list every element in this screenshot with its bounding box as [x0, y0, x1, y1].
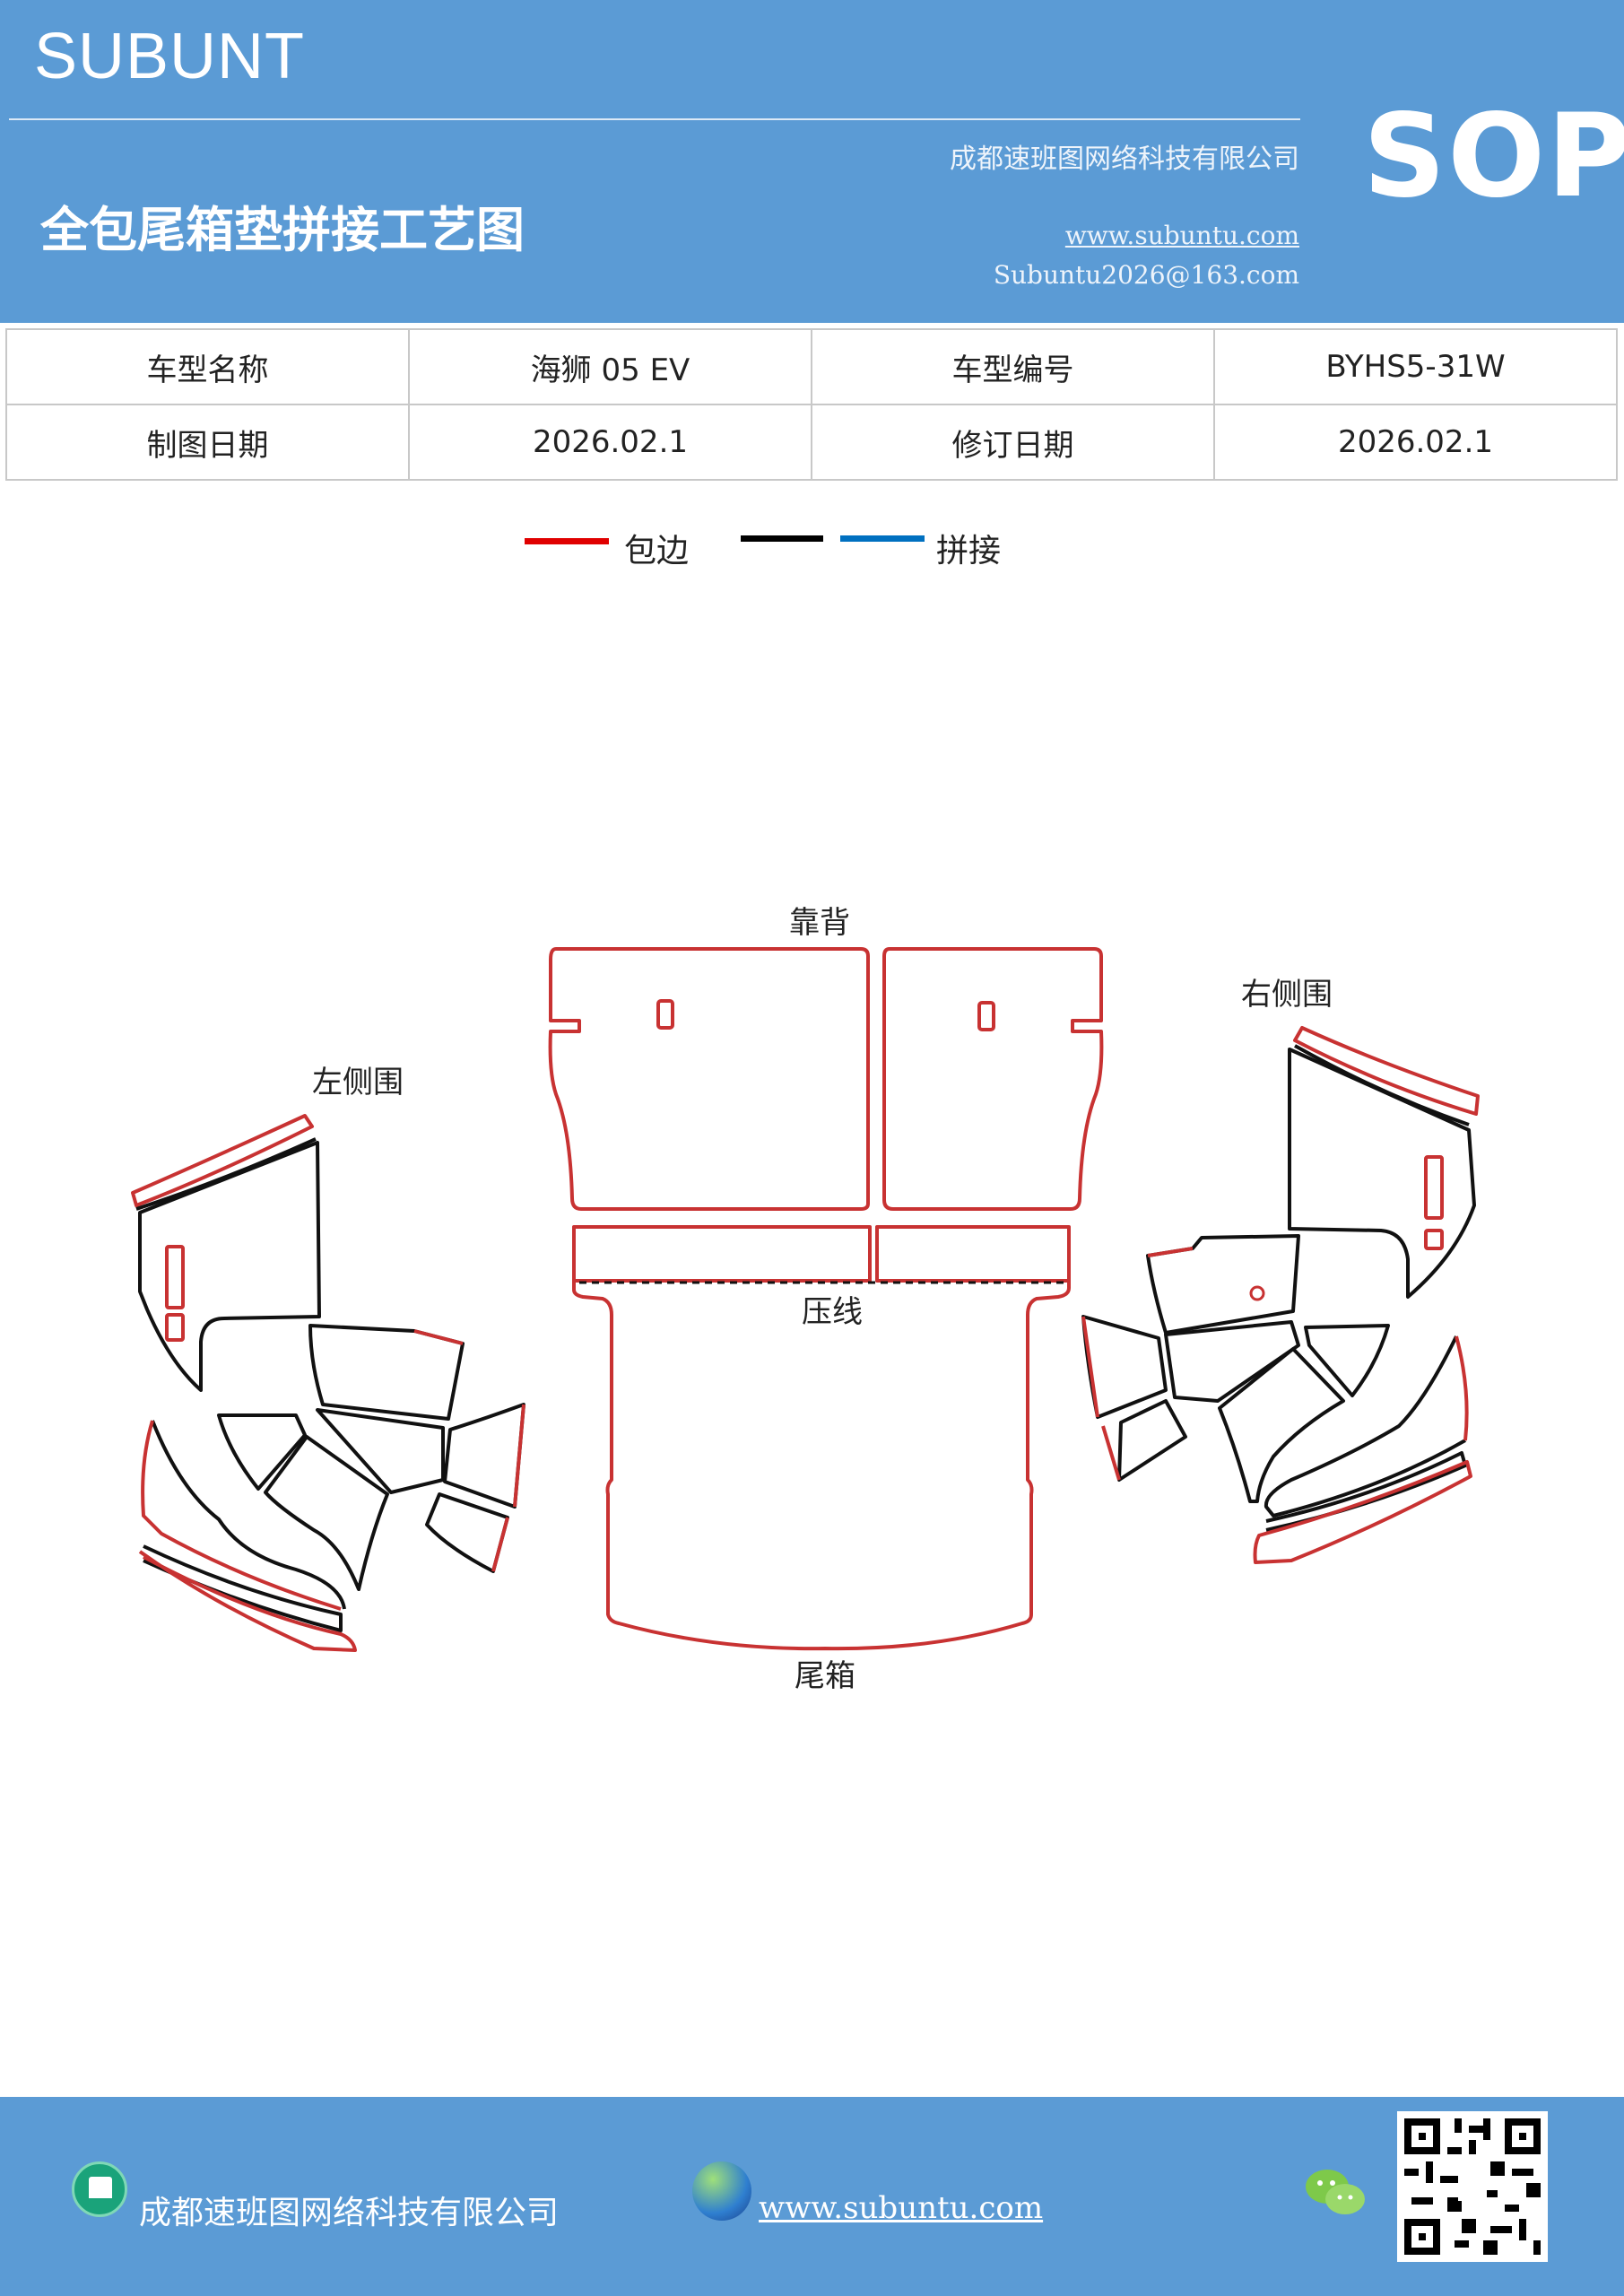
header-email[interactable]: Subuntu2026@163.com — [993, 260, 1299, 290]
right-piece-d — [1304, 1324, 1390, 1397]
table-cell: 车型编号 — [811, 328, 1215, 405]
table-cell: BYHS5-31W — [1213, 328, 1618, 405]
right-piece-b-edge — [1081, 1316, 1099, 1418]
right-piece-a-edge — [1147, 1247, 1194, 1257]
legend-splice-label: 拼接 — [936, 533, 1002, 570]
legend-edge-label: 包边 — [624, 533, 690, 570]
table-cell: 修订日期 — [811, 404, 1215, 481]
left-piece-e-edge — [513, 1404, 525, 1508]
left-side-main — [138, 1141, 321, 1392]
page-title: 全包尾箱垫拼接工艺图 — [40, 202, 525, 258]
table-cell: 车型名称 — [5, 328, 410, 405]
right-piece-a-hole — [1249, 1285, 1265, 1301]
right-bottom-strip-inner — [1265, 1451, 1467, 1532]
table-row: 制图日期 2026.02.1 修订日期 2026.02.1 — [5, 404, 1618, 481]
header-banner: SUBUNT 全包尾箱垫拼接工艺图 成都速班图网络科技有限公司 www.subu… — [0, 0, 1624, 323]
left-side-top-strip — [131, 1114, 314, 1207]
vehicle-info-table: 车型名称 海狮 05 EV 车型编号 BYHS5-31W 制图日期 2026.0… — [5, 328, 1618, 481]
left-side-top-inner — [135, 1137, 317, 1211]
label-backrest: 靠背 — [789, 905, 850, 941]
left-side-slot-1 — [165, 1245, 185, 1309]
left-side-slot-2 — [165, 1313, 185, 1342]
table-cell: 海狮 05 EV — [408, 328, 812, 405]
brand-name: SUBUNT — [34, 21, 306, 92]
label-trunk: 尾箱 — [795, 1658, 855, 1694]
footer-company: 成都速班图网络科技有限公司 — [139, 2195, 560, 2231]
label-left-side: 左侧围 — [312, 1065, 404, 1100]
backrest-right-panel — [882, 947, 1104, 1211]
left-bottom-strip — [138, 1550, 357, 1652]
globe-icon — [692, 2161, 751, 2221]
left-lower-arch-edge — [141, 1420, 342, 1611]
right-side-slot-2 — [1424, 1229, 1444, 1250]
label-crease: 压线 — [802, 1294, 863, 1330]
legend-black-line — [741, 535, 823, 542]
legend-splice-line — [840, 535, 925, 542]
right-piece-e — [1218, 1347, 1345, 1503]
backrest-right-slot — [977, 1001, 995, 1031]
header-divider — [9, 118, 1300, 120]
table-row: 车型名称 海狮 05 EV 车型编号 BYHS5-31W — [5, 328, 1618, 405]
table-cell: 2026.02.1 — [1213, 404, 1618, 481]
table-cell: 2026.02.1 — [408, 404, 812, 481]
right-piece-f-edge — [1101, 1425, 1121, 1481]
footer-banner: 成都速班图网络科技有限公司 www.subuntu.com — [0, 2097, 1624, 2296]
right-side-main — [1288, 1048, 1476, 1299]
left-lower-arch — [151, 1420, 346, 1610]
right-side-slot-1 — [1424, 1155, 1444, 1220]
left-bottom-strip-inner — [143, 1544, 343, 1632]
right-piece-f — [1117, 1399, 1187, 1482]
trunk-floor — [572, 1281, 1071, 1651]
right-lower-arch — [1264, 1335, 1466, 1518]
crease-strip-left — [572, 1225, 872, 1283]
left-piece-d — [264, 1435, 389, 1591]
right-bottom-strip — [1253, 1460, 1472, 1564]
left-piece-c — [316, 1408, 445, 1494]
right-side-top-strip — [1293, 1026, 1480, 1116]
label-right-side: 右侧围 — [1241, 977, 1333, 1013]
backrest-left-slot — [656, 999, 674, 1030]
header-company: 成都速班图网络科技有限公司 — [950, 144, 1299, 175]
wechat-icon[interactable] — [1304, 2167, 1367, 2217]
header-website-link[interactable]: www.subuntu.com — [1064, 221, 1299, 250]
table-cell: 制图日期 — [5, 404, 410, 481]
crease-strip-right — [875, 1225, 1071, 1283]
left-piece-f-edge — [491, 1517, 509, 1572]
footer-website-link[interactable]: www.subuntu.com — [759, 2190, 1044, 2226]
backrest-left-panel — [548, 947, 870, 1211]
qr-code[interactable] — [1397, 2111, 1548, 2262]
left-piece-e — [443, 1403, 525, 1509]
company-icon — [72, 2161, 127, 2217]
sop-badge: SOP — [1363, 90, 1624, 223]
left-piece-a — [308, 1324, 465, 1421]
right-piece-a — [1146, 1234, 1300, 1335]
right-lower-arch-edge — [1455, 1335, 1469, 1441]
right-piece-c — [1164, 1320, 1300, 1403]
legend-edge-line — [525, 538, 609, 544]
left-piece-b — [217, 1413, 307, 1491]
left-piece-a-edge — [413, 1329, 464, 1345]
